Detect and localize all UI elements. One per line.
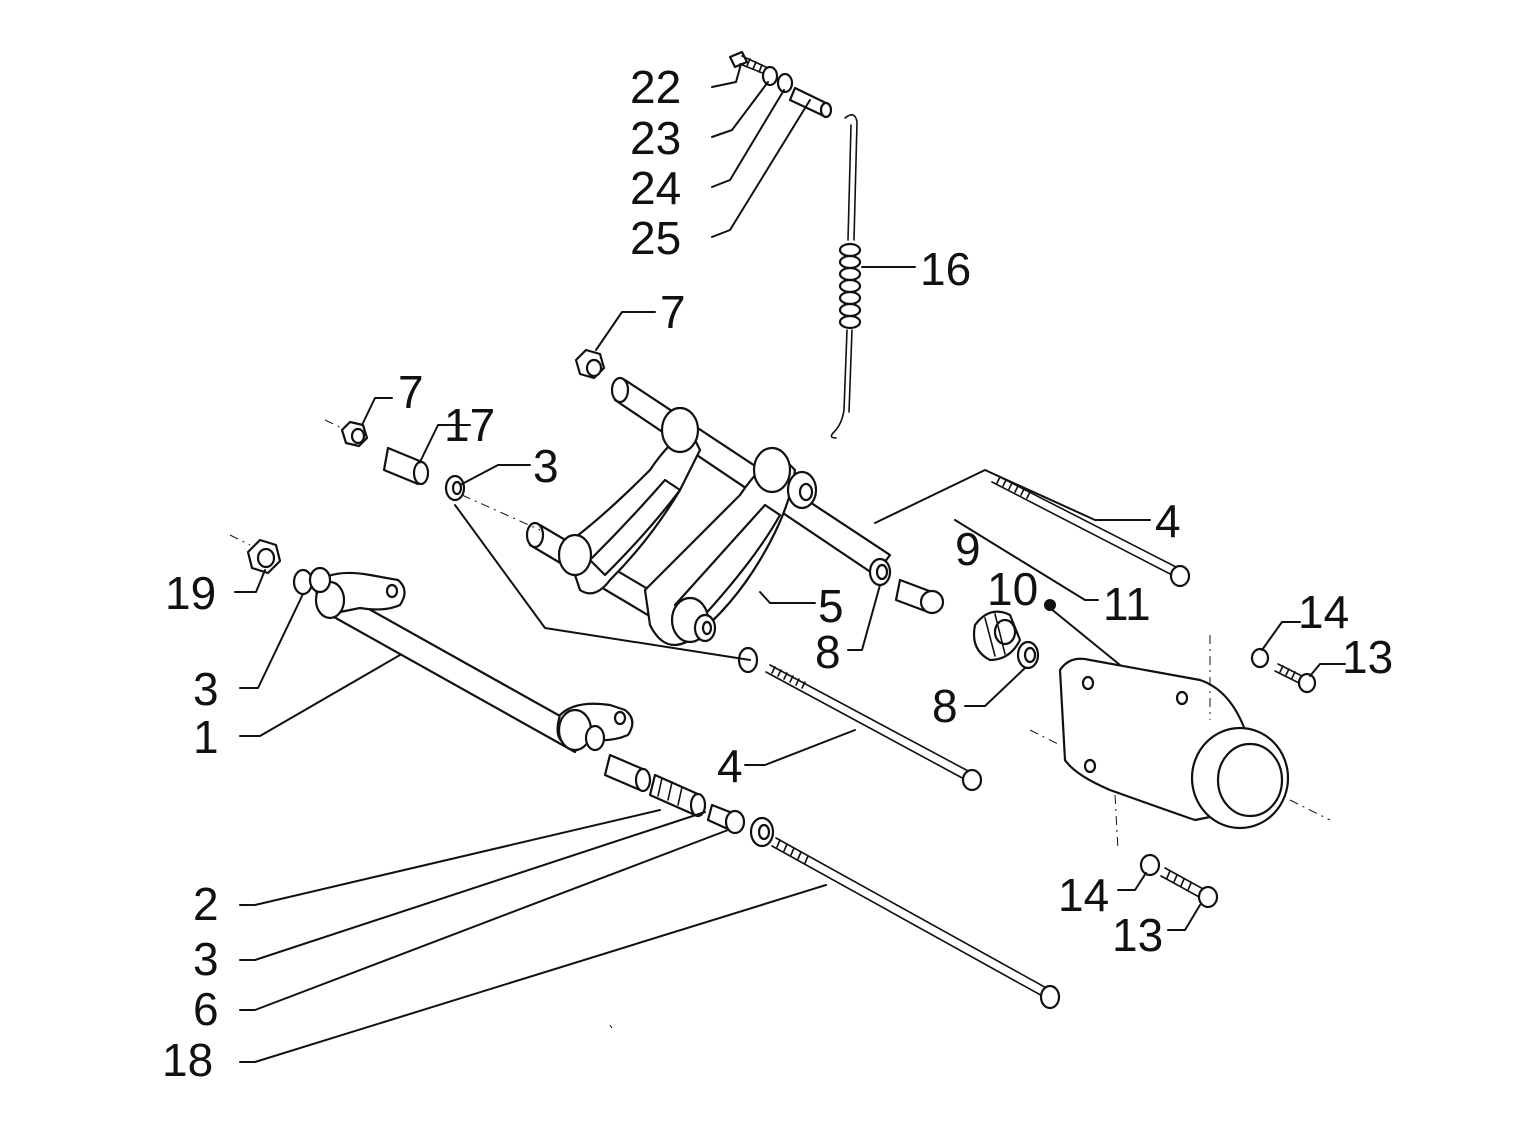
part-1-axle-tube (308, 566, 634, 754)
label-18: 18 (162, 1034, 213, 1086)
label-4-lower: 4 (717, 740, 743, 792)
part-4-bolt-lower (765, 664, 983, 792)
label-22: 22 (630, 61, 681, 113)
part-11-housing (1058, 657, 1290, 830)
callout-labels: 22 23 24 25 16 7 7 17 3 19 3 1 4 9 10 11… (162, 61, 1393, 1086)
part-8-circlip-lower (1016, 640, 1040, 670)
leader-lines (234, 63, 1346, 1063)
part-19-nut (246, 538, 282, 575)
reference-dot (1044, 599, 1056, 611)
part-7-nut-upper (574, 348, 606, 380)
label-3-upper: 3 (533, 440, 559, 492)
part-13-screw-upper (1274, 663, 1317, 694)
part-14-washer-upper (1250, 647, 1270, 669)
part-9-bushing (894, 578, 945, 615)
label-7-left: 7 (398, 366, 424, 418)
part-24-washer (776, 72, 794, 94)
part-3-washer-upper (444, 474, 466, 502)
part-17-bushing (382, 446, 430, 486)
label-23: 23 (630, 112, 681, 164)
label-13-upper: 13 (1342, 631, 1393, 683)
label-19: 19 (165, 567, 216, 619)
label-14-lower: 14 (1058, 869, 1109, 921)
label-11: 11 (1103, 578, 1151, 630)
label-10: 10 (987, 563, 1038, 615)
label-8-upper: 8 (815, 626, 841, 678)
label-4-upper: 4 (1155, 495, 1181, 547)
label-6: 6 (193, 983, 219, 1035)
part-16-spring-rod (830, 114, 862, 439)
part-18-long-bolt (749, 816, 1061, 1010)
part-14-washer-lower (1139, 853, 1161, 877)
part-2-spacer (603, 753, 652, 793)
label-5: 5 (818, 580, 844, 632)
label-9: 9 (955, 523, 981, 575)
part-22-screw (728, 50, 769, 75)
axis-lines (229, 419, 1331, 1029)
label-8-lower: 8 (932, 680, 958, 732)
label-2: 2 (193, 878, 219, 930)
part-10-silentblock (972, 610, 1022, 662)
part-25-pin (788, 86, 833, 119)
part-13-screw-lower (1160, 867, 1219, 909)
label-24: 24 (630, 162, 681, 214)
part-23-washer (761, 65, 779, 87)
part-7-nut-left (340, 420, 369, 448)
label-16: 16 (920, 243, 971, 295)
label-25: 25 (630, 212, 681, 264)
part-4-bolt-upper (991, 474, 1191, 588)
label-17: 17 (444, 399, 495, 451)
label-7-upper: 7 (660, 286, 686, 338)
label-3-left: 3 (193, 663, 219, 715)
label-1: 1 (193, 711, 219, 763)
label-14-upper: 14 (1298, 586, 1349, 638)
part-5-swing-arm (525, 376, 892, 647)
part-8-circlip-upper (868, 557, 892, 587)
label-13-lower: 13 (1112, 909, 1163, 961)
label-3-lower: 3 (193, 933, 219, 985)
part-6-spacer (706, 803, 746, 835)
